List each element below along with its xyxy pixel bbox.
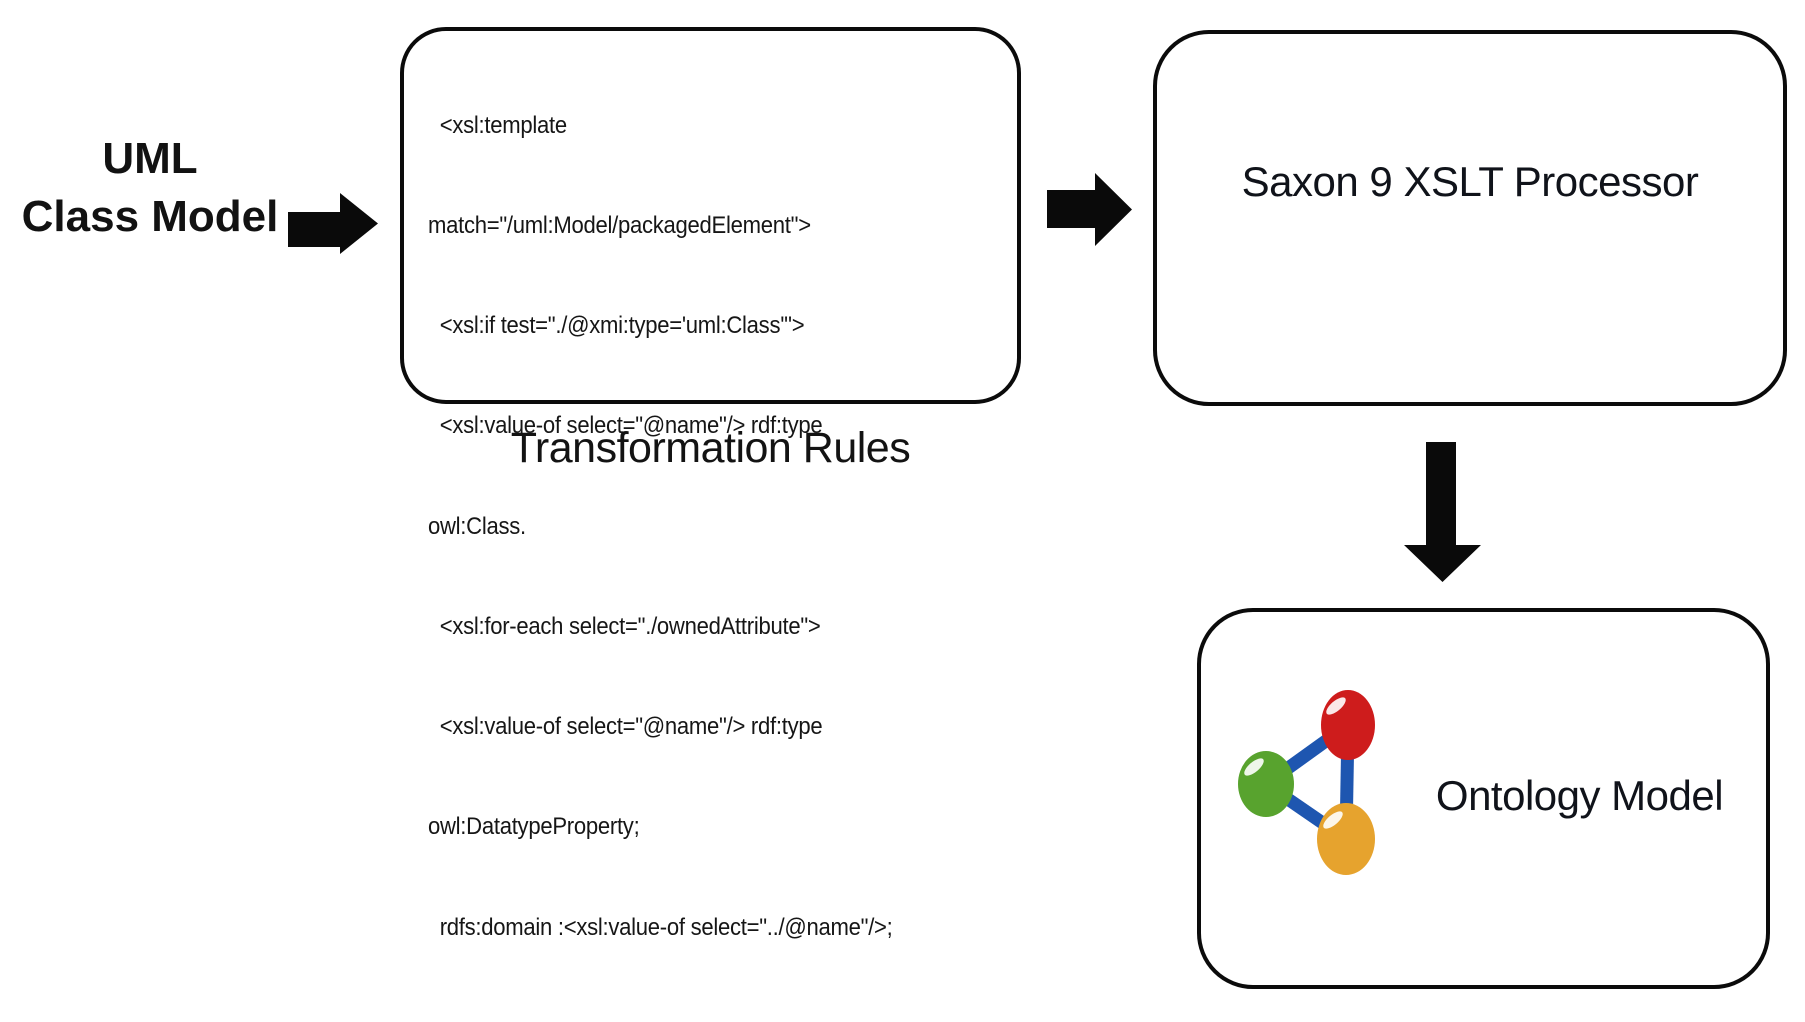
uml-class-model-label: UML Class Model bbox=[0, 130, 300, 246]
code-line: <xsl:value-of select="@name"/> rdf:type bbox=[428, 412, 823, 440]
code-line: match="/uml:Model/packagedElement"> bbox=[428, 212, 811, 240]
rdf-graph-icon bbox=[1238, 690, 1375, 875]
code-line: <xsl:template bbox=[428, 111, 567, 139]
transformation-rules-caption: Transformation Rules bbox=[510, 424, 911, 472]
saxon-processor-box: Saxon 9 XSLT Processor bbox=[1153, 30, 1787, 406]
graph-node-orange bbox=[1317, 803, 1375, 875]
xslt-code-block: <xsl:template match="/uml:Model/packaged… bbox=[428, 42, 966, 1011]
code-line: owl:DatatypeProperty; bbox=[428, 813, 640, 841]
saxon-processor-label: Saxon 9 XSLT Processor bbox=[1241, 158, 1699, 205]
uml-label-line2: Class Model bbox=[21, 192, 279, 241]
code-line: owl:Class. bbox=[428, 512, 526, 540]
code-line: <xsl:for-each select="./ownedAttribute"> bbox=[428, 612, 821, 640]
graph-node-red bbox=[1321, 690, 1375, 760]
code-line: rdfs:domain :<xsl:value-of select="../@n… bbox=[428, 913, 893, 941]
ontology-model-box: Ontology Model bbox=[1197, 608, 1770, 989]
arrow-rules-to-processor-icon bbox=[1047, 173, 1132, 246]
arrow-processor-to-ontology-icon bbox=[1404, 442, 1481, 582]
uml-label-line1: UML bbox=[102, 134, 198, 183]
graph-node-highlights bbox=[1244, 697, 1346, 829]
code-line: <xsl:value-of select="@name"/> rdf:type bbox=[428, 713, 823, 741]
arrow-uml-to-rules-icon bbox=[288, 193, 378, 254]
ontology-model-label: Ontology Model bbox=[1435, 772, 1724, 819]
graph-node-green bbox=[1238, 751, 1294, 817]
transformation-rules-box: <xsl:template match="/uml:Model/packaged… bbox=[400, 27, 1021, 941]
code-line: <xsl:if test="./@xmi:type='uml:Class'"> bbox=[428, 312, 805, 340]
